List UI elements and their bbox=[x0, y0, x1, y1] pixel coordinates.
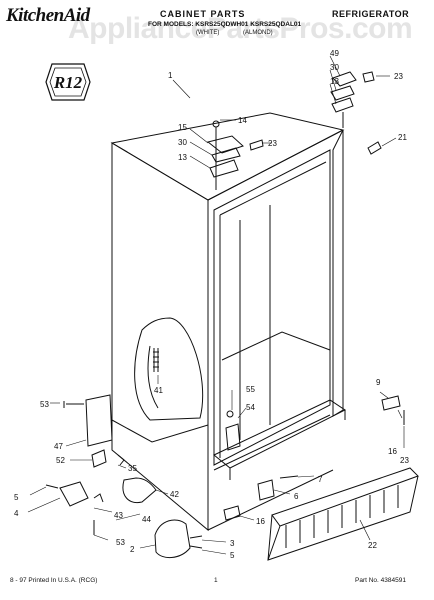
callout-7: 7 bbox=[318, 475, 323, 484]
callout-30b: 30 bbox=[330, 63, 339, 72]
callout-13: 13 bbox=[178, 153, 187, 162]
callout-13b: 13 bbox=[330, 77, 339, 86]
callout-55: 55 bbox=[246, 385, 255, 394]
callout-9: 9 bbox=[376, 378, 381, 387]
brand-logo: KitchenAid bbox=[6, 5, 90, 26]
callout-43: 43 bbox=[114, 511, 123, 520]
callout-22: 22 bbox=[368, 541, 377, 550]
callout-3: 3 bbox=[230, 539, 235, 548]
callout-4: 4 bbox=[14, 509, 19, 518]
callout-53: 53 bbox=[40, 400, 49, 409]
callout-1: 1 bbox=[168, 71, 173, 80]
callout-5: 5 bbox=[14, 493, 19, 502]
callout-16b: 16 bbox=[388, 447, 397, 456]
color-code-almond: (ALMOND) bbox=[243, 30, 273, 36]
seal-label: R12 bbox=[53, 73, 83, 92]
callout-14: 14 bbox=[238, 116, 247, 125]
callout-42: 42 bbox=[170, 490, 179, 499]
color-codes: (WHITE) (ALMOND) bbox=[196, 30, 295, 36]
r12-seal-icon: R12 bbox=[45, 63, 91, 101]
callout-5b: 5 bbox=[230, 551, 235, 560]
callout-6: 6 bbox=[294, 492, 299, 501]
callout-16: 16 bbox=[256, 517, 265, 526]
callout-49: 49 bbox=[330, 49, 339, 58]
callout-21: 21 bbox=[398, 133, 407, 142]
callout-44: 44 bbox=[142, 515, 151, 524]
print-info: 8 - 97 Printed In U.S.A. (RCG) bbox=[10, 577, 98, 584]
callout-23b: 23 bbox=[394, 72, 403, 81]
page-number: 1 bbox=[214, 577, 218, 584]
callout-52: 52 bbox=[56, 456, 65, 465]
color-code-white: (WHITE) bbox=[196, 30, 220, 36]
page-title: CABINET PARTS bbox=[160, 9, 246, 19]
callout-53b: 53 bbox=[116, 538, 125, 547]
watermark: AppliancePartsPros.com bbox=[68, 12, 413, 45]
callout-30: 30 bbox=[178, 138, 187, 147]
callout-54: 54 bbox=[246, 403, 255, 412]
product-category: REFRIGERATOR bbox=[332, 9, 410, 19]
part-number: Part No. 4384591 bbox=[355, 577, 406, 584]
callout-41: 41 bbox=[154, 386, 163, 395]
callout-15: 15 bbox=[178, 123, 187, 132]
callout-35: 35 bbox=[128, 464, 137, 473]
callout-47: 47 bbox=[54, 442, 63, 451]
callout-23c: 23 bbox=[400, 456, 409, 465]
callout-2: 2 bbox=[130, 545, 135, 554]
model-numbers: FOR MODELS: KSRS25QDWH01 KSRS25QDAL01 bbox=[148, 21, 302, 28]
callout-23: 23 bbox=[268, 139, 277, 148]
